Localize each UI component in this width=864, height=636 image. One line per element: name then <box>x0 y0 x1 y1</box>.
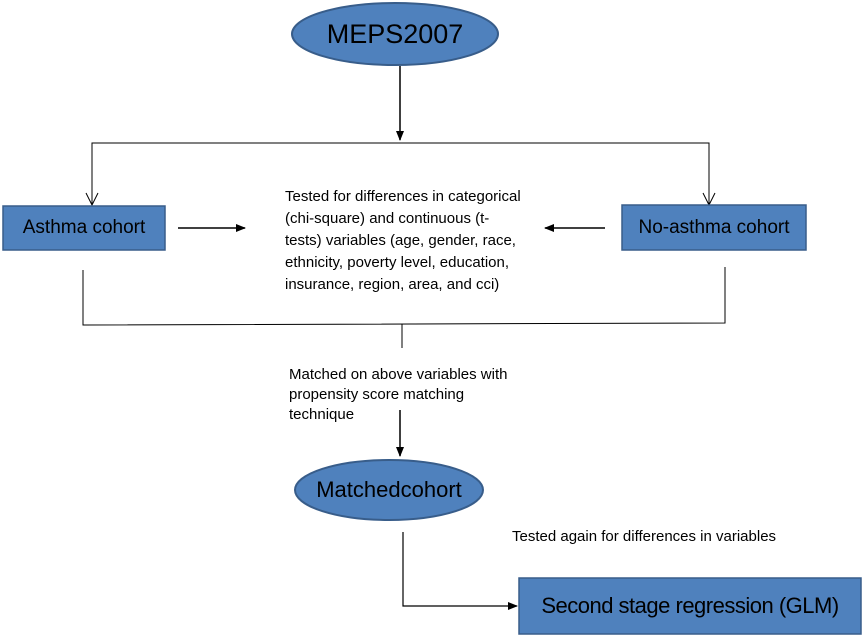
meps-node-label: MEPS2007 <box>326 18 464 49</box>
matched-ellipse <box>294 459 484 521</box>
split-line <box>91 142 710 205</box>
merge-line <box>82 267 726 326</box>
tests-note: Tested for differences in categorical (c… <box>285 186 521 296</box>
tested-again-note: Tested again for differences in variable… <box>512 528 777 545</box>
meps-ellipse <box>291 2 499 66</box>
asthma-node-label: Asthma cohort <box>22 217 146 238</box>
no-asthma-node-label: No-asthma cohort <box>638 216 790 238</box>
arrow-head-left <box>85 192 99 207</box>
note-line: insurance, region, area, and cci) <box>285 276 500 293</box>
note-line: technique <box>289 406 355 423</box>
note-line: propensity score matching <box>289 386 465 403</box>
note-line: (chi-square) and continuous (t- <box>285 210 490 227</box>
note-line: Tested for differences in categorical <box>285 188 521 205</box>
note-line: ethnicity, poverty level, education, <box>285 254 510 271</box>
regression-node-label: Second stage regression (GLM) <box>541 593 839 618</box>
matched-node-label: Matchedcohort <box>316 477 462 502</box>
asthma-box <box>2 205 166 251</box>
regression-box <box>518 577 862 635</box>
no-asthma-box <box>621 204 807 251</box>
note-line: Matched on above variables with <box>289 366 508 383</box>
arrow-to-regression <box>402 532 518 610</box>
matching-note: Matched on above variables with propensi… <box>289 365 507 425</box>
note-line: tests) variables (age, gender, race, <box>285 232 516 249</box>
